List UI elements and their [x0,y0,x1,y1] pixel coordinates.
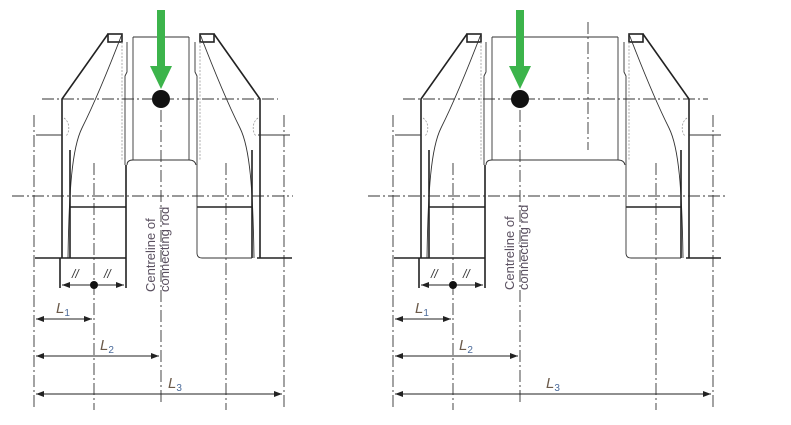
dimension-l1: L1 [36,300,92,322]
crankpin [485,36,626,166]
dimension-l3: L3 [395,375,711,397]
centreline-label: Centreline of connecting rod [143,207,172,292]
center-lines [12,98,293,410]
dimension-l1: L1 [395,300,451,322]
svg-text:L2: L2 [100,337,114,356]
load-point-dot [152,90,170,108]
center-lines [368,22,725,410]
dimension-l3: L3 [36,375,282,397]
svg-text:L1: L1 [415,300,429,319]
load-arrow-icon [150,10,172,89]
parallel-mark: // [430,267,439,281]
svg-text:L3: L3 [546,375,560,394]
web-centre-dimension: // // [62,267,124,289]
crank-right-web [188,33,292,259]
dimension-l2: L2 [36,337,159,359]
load-arrow-icon [509,10,531,89]
crank-left-web [394,33,493,288]
panel-left: // // Centreline of connecting rod L1 L2… [12,10,293,410]
crank-right-web [617,33,721,259]
svg-text:L2: L2 [459,337,473,356]
svg-text:L1: L1 [56,300,70,319]
centreline-label: Centreline of connecting rod [502,205,531,290]
crank-left-web [35,33,134,288]
parallel-mark: // [71,267,80,281]
web-centre-dimension: // // [421,267,483,289]
panel-right: // // Centreline of connecting rod L1 L2… [368,10,725,410]
parallel-mark: // [462,267,471,281]
parallel-mark: // [103,267,112,281]
load-point-dot [511,90,529,108]
dimension-l2: L2 [395,337,518,359]
svg-text:L3: L3 [168,375,182,394]
